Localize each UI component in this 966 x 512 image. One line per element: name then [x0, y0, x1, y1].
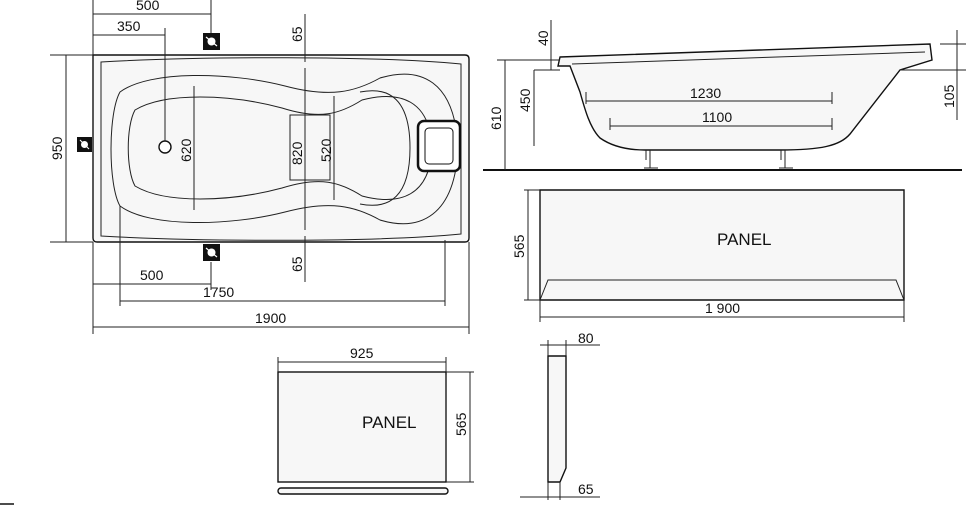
- dim-820: 820: [289, 141, 305, 165]
- tub-side-inner: [571, 51, 926, 65]
- end-panel-shape: [277, 371, 447, 483]
- tub-basin: [110, 73, 459, 225]
- end-panel-view: PANEL 925 565: [277, 345, 474, 495]
- dim-1900: 1900: [255, 310, 286, 326]
- end-panel-dim-925: 925: [350, 345, 374, 361]
- dim-105: 105: [941, 84, 957, 108]
- end-panel-label: PANEL: [362, 413, 417, 432]
- dim-620: 620: [178, 138, 194, 162]
- dim-500-top: 500: [136, 0, 160, 13]
- tub-backrest: [289, 114, 331, 181]
- dim-65-top: 65: [289, 26, 305, 42]
- headrest-inner: [424, 127, 454, 165]
- headrest: [416, 119, 462, 173]
- front-panel-dim-1900: 1 900: [705, 300, 740, 316]
- panel-profile-shape: [547, 355, 567, 483]
- tub-side-profile: [557, 43, 933, 151]
- dim-1750: 1750: [203, 284, 234, 300]
- dim-520: 520: [318, 138, 334, 162]
- dim-1100: 1100: [702, 109, 732, 125]
- plan-view: 500 350 65 950 620 820 520 65 500 1750: [49, 0, 470, 334]
- dim-350: 350: [117, 18, 141, 34]
- leg-top-icon: [203, 33, 220, 50]
- tub-inner-rim: [100, 57, 462, 241]
- end-panel-plinth: [277, 487, 449, 495]
- dim-65-bottom: 65: [289, 256, 305, 272]
- front-panel-plinth: [539, 279, 905, 301]
- end-panel-dim-565: 565: [453, 412, 469, 436]
- dim-1230: 1230: [690, 85, 721, 101]
- panel-profile-dim-80: 80: [578, 330, 594, 346]
- tub-foot-left: [644, 150, 658, 169]
- tub-basin-inner: [127, 96, 433, 200]
- leg-side-icon: [77, 137, 92, 152]
- panel-profile-view: 80 65: [520, 330, 600, 500]
- front-panel-label: PANEL: [717, 230, 772, 249]
- front-panel-dim-565: 565: [511, 234, 527, 258]
- tub-shoulder-area: [359, 90, 411, 206]
- side-view: 40 450 610 105 1230 1100: [483, 20, 966, 171]
- drain-icon: [158, 140, 172, 154]
- leg-bottom-icon: [203, 244, 220, 261]
- dim-450: 450: [517, 88, 533, 112]
- panel-profile-dim-65: 65: [578, 481, 594, 497]
- dim-40: 40: [535, 30, 551, 46]
- dim-610: 610: [488, 106, 504, 130]
- tub-foot-right: [779, 150, 793, 169]
- tub-outer-rim: [92, 54, 470, 243]
- dim-500-bottom: 500: [140, 267, 164, 283]
- front-panel-view: PANEL 565 1 900: [511, 189, 905, 322]
- dim-950: 950: [49, 136, 65, 160]
